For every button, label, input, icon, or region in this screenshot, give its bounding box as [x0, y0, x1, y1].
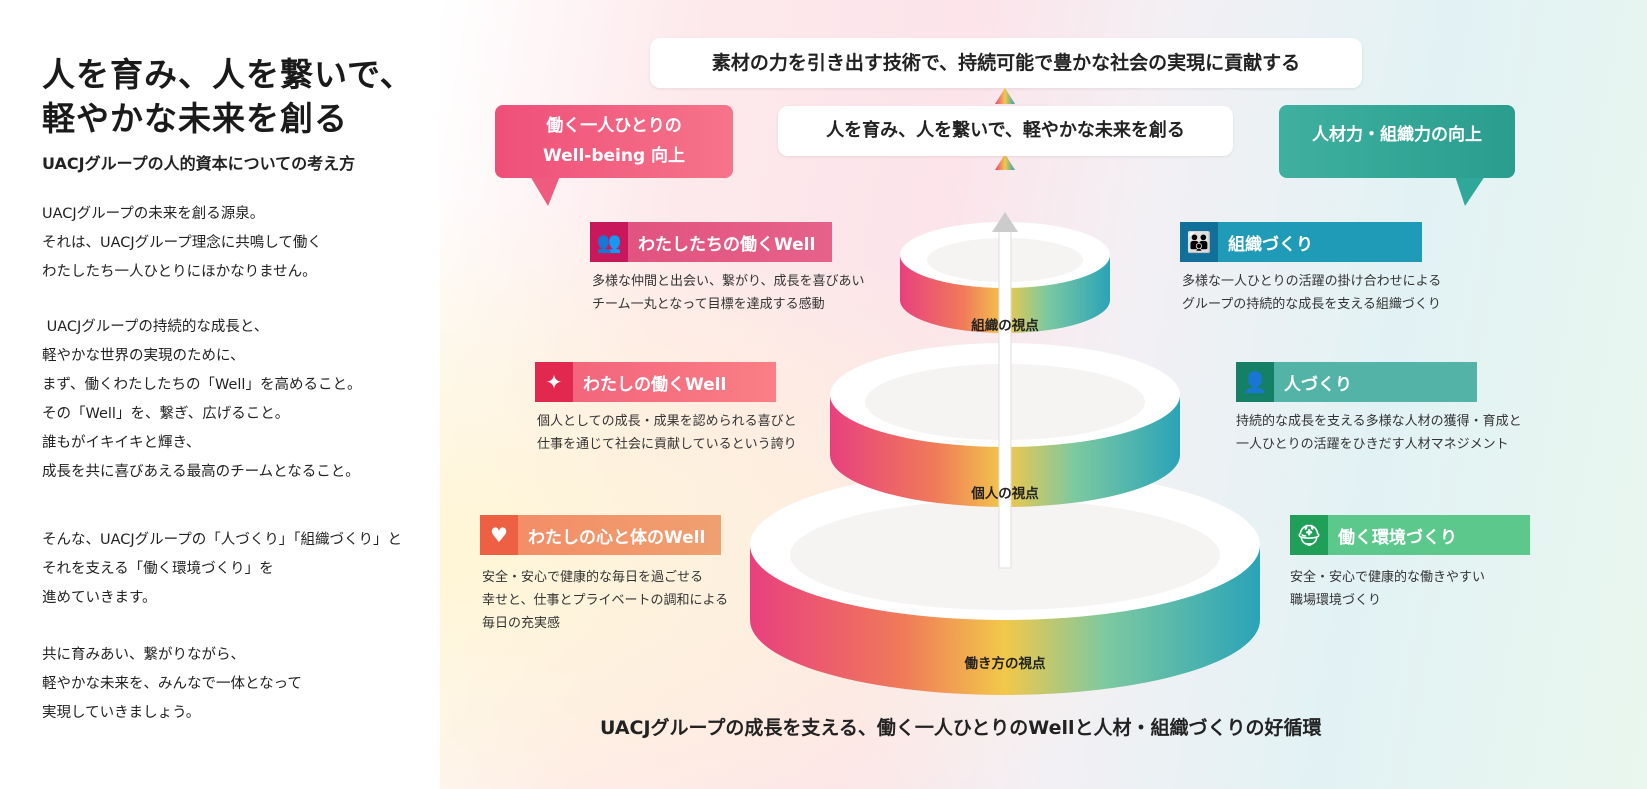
paragraph-3: そんな、UACJグループの「人づくり」「組織づくり」と それを支える「働く環境づ… — [42, 532, 403, 606]
item-label: わたしの心と体のWell — [528, 527, 706, 548]
item-my-work-well: ✦ わたしの働くWell — [535, 362, 776, 402]
center-arrow — [992, 212, 1018, 569]
left-column: 人を育み、人を繋いで、 軽やかな未来を創る UACJグループの人的資本についての… — [0, 0, 450, 789]
item-desc: 多様な仲間と出会い、繋がり、成長を喜びあい チーム一丸となって目標を達成する感動 — [592, 274, 865, 312]
main-title-line2: 軽やかな未来を創る — [42, 99, 348, 138]
main-title-line1: 人を育み、人を繋いで、 — [42, 55, 414, 94]
item-label: 組織づくり — [1228, 234, 1313, 255]
team-icon: 👥 — [590, 222, 628, 262]
item-desc: 安全・安心で健康的な働きやすい 職場環境づくり — [1290, 570, 1486, 608]
subtitle: UACJグループの人的資本についての考え方 — [42, 154, 356, 173]
item-our-well: 👥 わたしたちの働くWell — [590, 222, 832, 262]
paragraph-4: 共に育みあい、繋がりながら、 軽やかな未来を、みんなで一体となって 実現していき… — [42, 647, 302, 721]
helmet-icon: ⛑ — [1290, 515, 1328, 555]
item-label: わたしたちの働くWell — [638, 234, 816, 255]
left-bubble-tail — [530, 176, 560, 206]
item-label: 人づくり — [1284, 374, 1352, 395]
item-label: わたしの働くWell — [583, 374, 727, 395]
heart-person-icon: ♥ — [480, 515, 518, 555]
item-desc: 安全・安心で健康的な毎日を過ごせる 幸せと、仕事とプライベートの調和による 毎日… — [482, 570, 729, 631]
wellbeing-bubble: 働く一人ひとりの Well-being 向上 — [495, 105, 733, 178]
tier-label-individual: 個人の視点 — [971, 486, 1039, 502]
paragraph-1: UACJグループの未来を創る源泉。 それは、UACJグループ理念に共鳴して働く … — [42, 206, 322, 280]
diagram-caption: UACJグループの成長を支える、働く一人ひとりのWellと人材・組織づくりの好循… — [600, 717, 1322, 739]
item-people: 👤 人づくり — [1236, 362, 1477, 402]
item-desc: 個人としての成長・成果を認められる喜びと 仕事を通じて社会に貢献しているという誇… — [537, 414, 797, 452]
item-environment: ⛑ 働く環境づくり — [1290, 515, 1530, 555]
paragraph-2: UACJグループの持続的な成長と、 軽やかな世界の実現のために、 まず、働くわた… — [42, 319, 362, 480]
people-icon: 👤 — [1236, 362, 1274, 402]
mission-bubble: 素材の力を引き出す技術で、持続可能で豊かな社会の実現に貢献する — [650, 38, 1362, 88]
vision-bubble: 人を育み、人を繋いで、軽やかな未来を創る — [778, 106, 1233, 156]
right-bubble-tail — [1455, 176, 1485, 206]
item-desc: 多様な一人ひとりの活躍の掛け合わせによる グループの持続的な成長を支える組織づく… — [1182, 274, 1442, 312]
triangle-marker-top — [995, 88, 1015, 104]
jumping-person-icon: ✦ — [535, 362, 573, 402]
item-organization: 👪 組織づくり — [1180, 222, 1422, 262]
tier-label-workstyle: 働き方の視点 — [964, 656, 1046, 672]
organization-icon: 👪 — [1180, 222, 1218, 262]
wellbeing-bubble-line1: 働く一人ひとりの — [546, 116, 682, 136]
tier-label-organization: 組織の視点 — [971, 318, 1039, 334]
talent-bubble: 人材力・組織力の向上 — [1279, 105, 1515, 178]
triangle-marker-middle — [995, 154, 1015, 170]
item-desc: 持続的な成長を支える多様な人材の獲得・育成と 一人ひとりの活躍をひきだす人材マネ… — [1236, 414, 1522, 452]
item-label: 働く環境づくり — [1338, 527, 1457, 548]
item-mind-body-well: ♥ わたしの心と体のWell — [480, 515, 721, 555]
wellbeing-bubble-line2: Well-being 向上 — [542, 146, 686, 166]
